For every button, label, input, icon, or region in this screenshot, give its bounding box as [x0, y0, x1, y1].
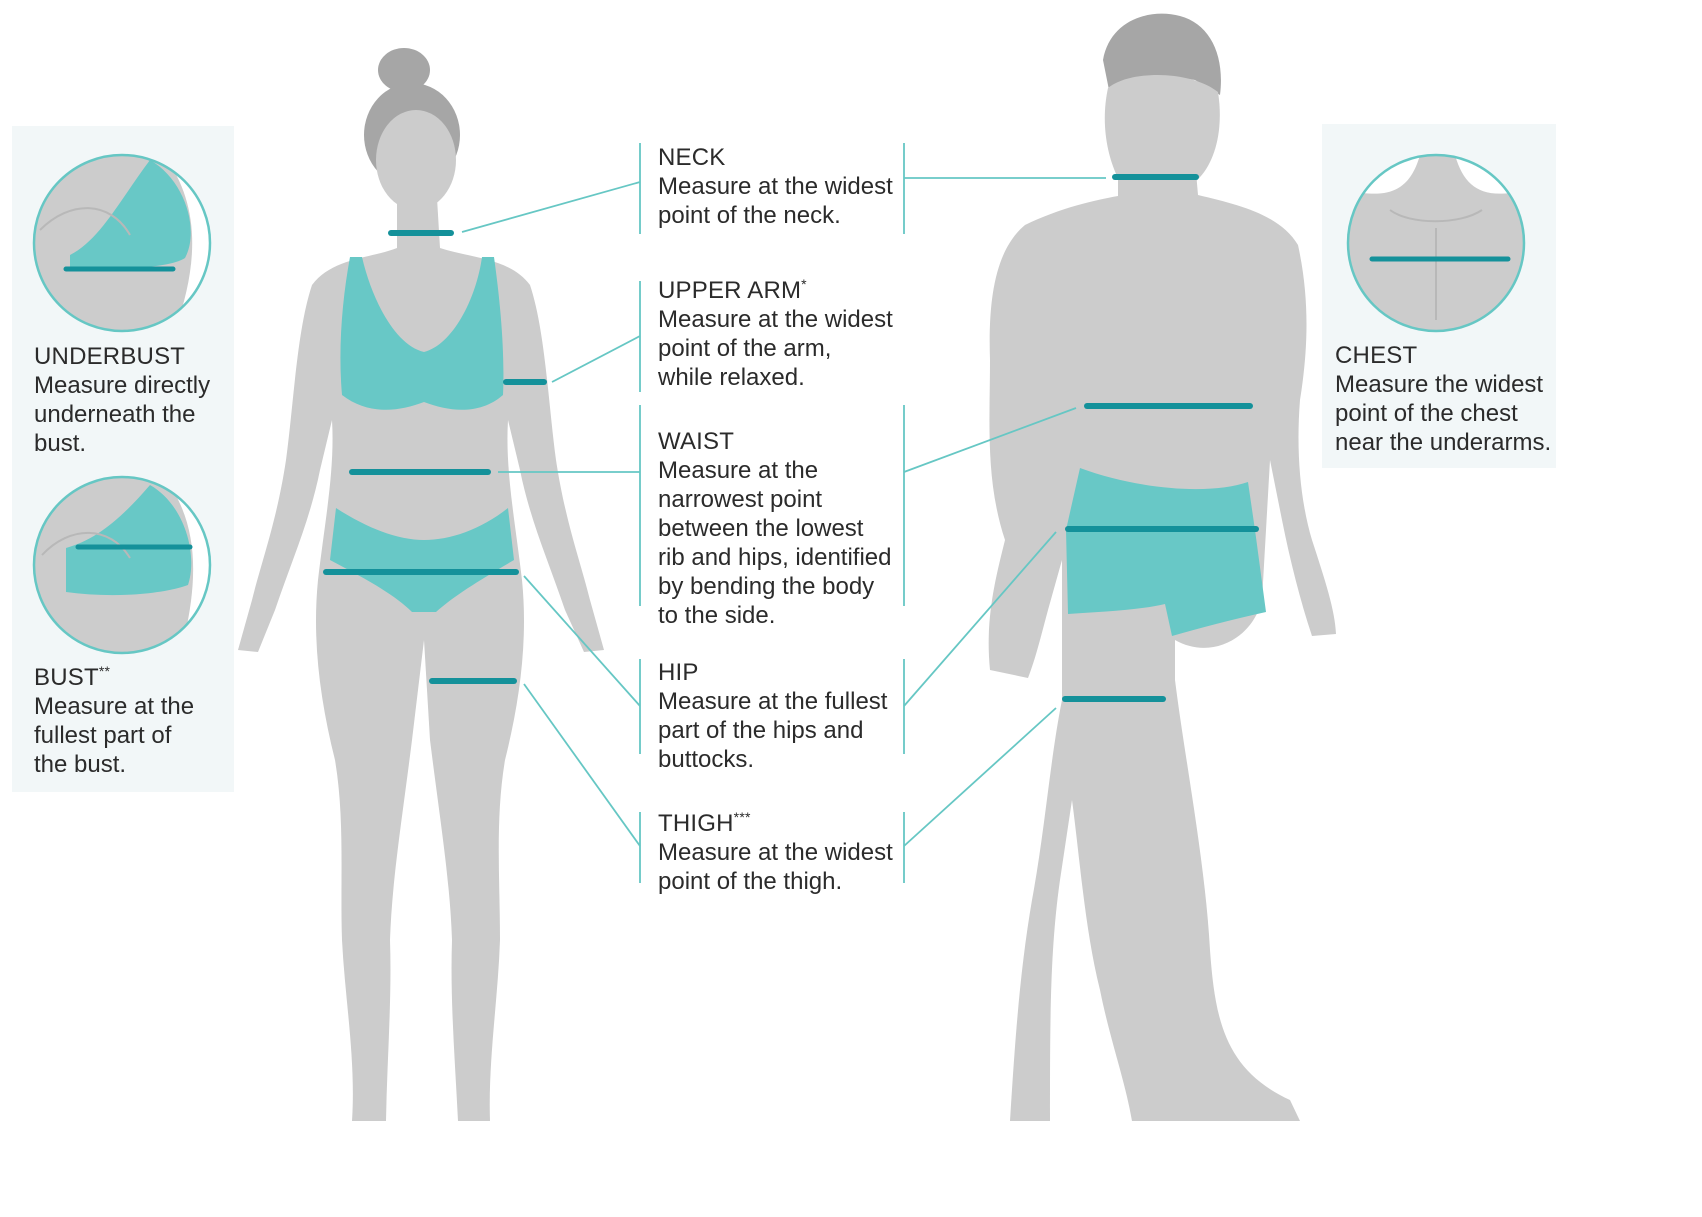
label-thigh-title: THIGH***: [658, 809, 893, 838]
female-figure: [238, 48, 604, 1121]
label-thigh: THIGH*** Measure at the widest point of …: [658, 809, 893, 896]
label-bust-line: fullest part of: [34, 721, 194, 750]
label-hip-line: part of the hips and: [658, 716, 887, 745]
label-upper-arm-title: UPPER ARM*: [658, 276, 893, 305]
label-thigh-line: point of the thigh.: [658, 867, 893, 896]
label-hip-line: Measure at the fullest: [658, 687, 887, 716]
label-underbust: UNDERBUST Measure directly underneath th…: [34, 342, 210, 458]
label-upper-arm: UPPER ARM* Measure at the widest point o…: [658, 276, 893, 392]
label-neck: NECK Measure at the widest point of the …: [658, 143, 893, 230]
label-neck-line: point of the neck.: [658, 201, 893, 230]
label-waist-title: WAIST: [658, 427, 891, 456]
thigh-leader-female: [524, 684, 640, 846]
label-hip-title: HIP: [658, 658, 887, 687]
label-hip-line: buttocks.: [658, 745, 887, 774]
label-chest-line: Measure the widest: [1335, 370, 1551, 399]
label-upper-arm-line: Measure at the widest: [658, 305, 893, 334]
label-bust-title: BUST**: [34, 663, 194, 692]
label-upper-arm-line: point of the arm,: [658, 334, 893, 363]
label-upper-arm-line: while relaxed.: [658, 363, 893, 392]
label-waist-line: between the lowest: [658, 514, 891, 543]
male-head: [1105, 75, 1220, 182]
upper-arm-leader-female: [552, 336, 640, 382]
female-head: [376, 110, 456, 210]
label-bust: BUST** Measure at the fullest part of th…: [34, 663, 194, 779]
thigh-leader-male: [904, 708, 1056, 846]
label-bust-line: the bust.: [34, 750, 194, 779]
label-chest-line: near the underarms.: [1335, 428, 1551, 457]
label-waist-line: Measure at the: [658, 456, 891, 485]
label-waist-line: by bending the body: [658, 572, 891, 601]
label-neck-title: NECK: [658, 143, 893, 172]
chest-detail-circle: [1346, 152, 1526, 334]
label-bust-line: Measure at the: [34, 692, 194, 721]
underbust-detail-circle: [30, 150, 220, 340]
label-underbust-line: bust.: [34, 429, 210, 458]
female-body: [238, 198, 604, 1121]
label-chest-title: CHEST: [1335, 341, 1551, 370]
label-waist: WAIST Measure at the narrowest point bet…: [658, 427, 891, 630]
label-neck-line: Measure at the widest: [658, 172, 893, 201]
label-waist-line: rib and hips, identified: [658, 543, 891, 572]
label-underbust-line: underneath the: [34, 400, 210, 429]
label-thigh-line: Measure at the widest: [658, 838, 893, 867]
label-underbust-title: UNDERBUST: [34, 342, 210, 371]
bust-detail-circle: [30, 472, 220, 662]
label-waist-line: narrowest point: [658, 485, 891, 514]
male-body: [989, 172, 1336, 1121]
label-waist-line: to the side.: [658, 601, 891, 630]
label-chest: CHEST Measure the widest point of the ch…: [1335, 341, 1551, 457]
label-hip: HIP Measure at the fullest part of the h…: [658, 658, 887, 774]
neck-leader-female: [462, 182, 640, 232]
label-underbust-line: Measure directly: [34, 371, 210, 400]
label-chest-line: point of the chest: [1335, 399, 1551, 428]
